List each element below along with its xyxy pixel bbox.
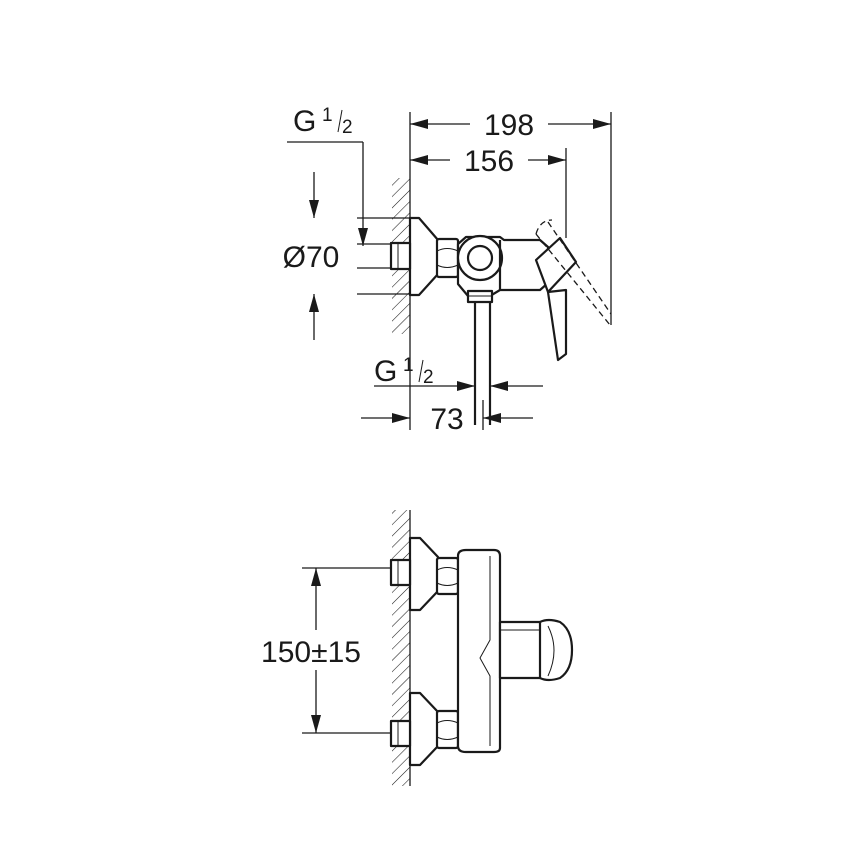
escutcheon-flange: [357, 216, 440, 297]
dimension-diameter-70: Ø70: [283, 172, 391, 340]
inlet-thread-denominator: 2: [342, 117, 353, 138]
outlet-thread-denominator: 2: [423, 367, 434, 388]
outlet-thread-dimension: G 1 2: [374, 355, 543, 391]
side-view: 198 156 G 1 2 Ø70: [283, 105, 612, 436]
outlet-pipe: [473, 302, 492, 425]
inlet-spacing-label: 150±15: [261, 636, 361, 669]
mixer-body: [456, 234, 550, 304]
dimension-73: 73: [361, 334, 533, 436]
inlet-thread-dimension: G 1 2: [287, 105, 368, 246]
dimension-198: 198: [409, 109, 612, 325]
outlet-thread-G: G: [374, 355, 397, 388]
inlet-thread-numerator: 1: [322, 105, 333, 126]
front-view: 150±15: [261, 510, 574, 786]
outlet-thread-numerator: 1: [403, 355, 414, 376]
overall-depth-label: 198: [484, 109, 534, 142]
inlet-thread-G: G: [293, 105, 316, 138]
flange-diameter-label: Ø70: [283, 241, 340, 274]
handle-depth-label: 156: [464, 145, 514, 178]
dimension-156: 156: [410, 145, 567, 238]
outlet-offset-label: 73: [430, 403, 463, 436]
dimension-150: 150±15: [261, 567, 391, 734]
upper-escutcheon: [389, 536, 460, 612]
mixer-body-front: [456, 548, 502, 754]
connection-nut: [435, 237, 460, 279]
lower-escutcheon: [389, 691, 460, 767]
lever-handle: [534, 219, 612, 362]
lever-handle-front: [498, 618, 574, 682]
